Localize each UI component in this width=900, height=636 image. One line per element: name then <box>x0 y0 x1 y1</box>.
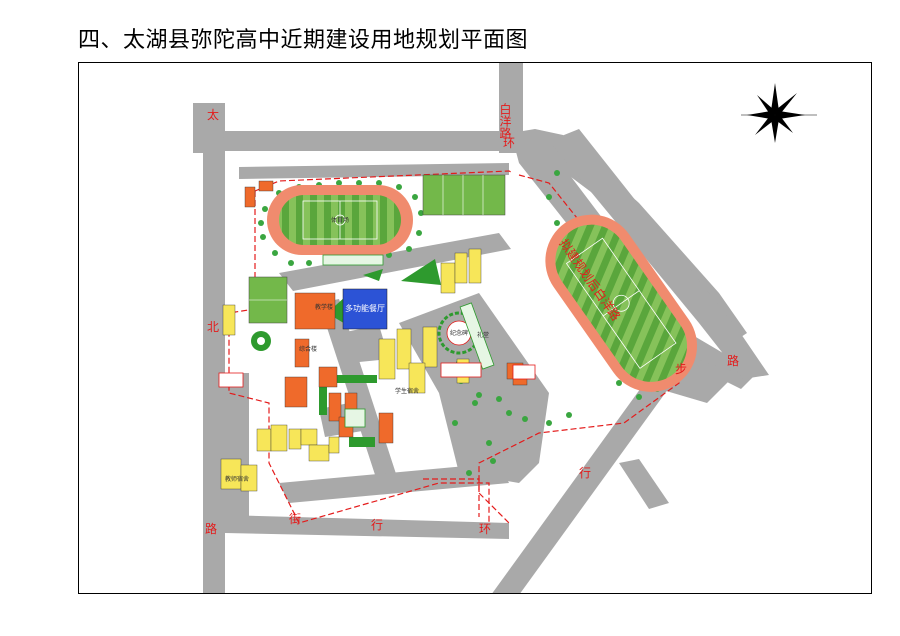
stadium-north-label: 体育场 <box>331 216 349 224</box>
road-label-lu-right: 路 <box>727 353 739 368</box>
label-hall: 礼堂 <box>477 331 489 339</box>
building-gym: 多功能餐厅 <box>342 288 388 330</box>
practice-fields <box>248 174 506 324</box>
label-pool: 综合楼 <box>299 345 317 353</box>
memorial-label: 纪念碑 <box>450 329 468 337</box>
page-title: 四、太湖县弥陀高中近期建设用地规划平面图 <box>78 28 529 53</box>
road-label-tai: 太 <box>207 107 219 122</box>
building-gym-label: 多功能餐厅 <box>345 303 385 313</box>
road-inner-left <box>225 373 249 523</box>
road-label-bei: 北 <box>207 320 219 334</box>
road-campus-main <box>279 233 511 291</box>
road-ring-diagonal <box>511 129 757 389</box>
outlined-buildings <box>322 254 495 428</box>
road-label-huan: 环 <box>503 136 515 150</box>
compass-icon <box>741 83 817 143</box>
road-label-jie: 街 <box>289 512 301 526</box>
road-label-xing: 行 <box>579 466 591 480</box>
road-campus-south <box>279 463 509 503</box>
label-staff-dorm: 教师宿舍 <box>225 475 249 483</box>
label-student-dorm: 学生宿舍 <box>395 387 419 395</box>
site-plan-map: 体育场 纪念碑 多功能餐厅 <box>78 62 872 594</box>
road-label-baiyang: 白洋路 <box>498 102 512 140</box>
green-plazas <box>251 259 441 447</box>
road-bend-top-left <box>193 103 225 153</box>
road-upper-horizontal <box>193 131 523 151</box>
road-label-bu: 步 <box>675 362 687 376</box>
road-planned-diagonal <box>549 129 769 379</box>
road-jie-bottom <box>225 515 509 539</box>
label-teaching: 教学楼 <box>315 303 333 311</box>
road-label-lu-left: 路 <box>205 521 217 536</box>
road-bu-spur <box>619 459 669 509</box>
road-xing-diagonal <box>492 363 687 593</box>
stadium-north: 体育场 <box>267 185 413 255</box>
planned-buildings <box>218 362 536 388</box>
road-label-huan-lower: 环 <box>479 522 491 536</box>
road-loop-1 <box>341 325 389 363</box>
memorial-circle: 纪念碑 <box>437 311 481 355</box>
road-taibei <box>203 103 225 593</box>
stadium-east <box>545 214 698 392</box>
road-label-xing-bottom: 行 <box>371 518 383 532</box>
